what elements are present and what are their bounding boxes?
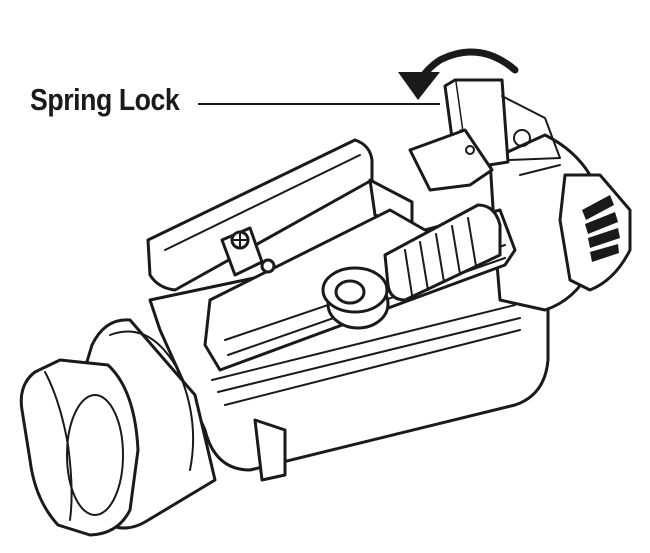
serrated-clamp-block: [383, 203, 502, 302]
spring-lock-lever: [408, 78, 561, 192]
clamp-knob: [321, 266, 390, 330]
spring-lock-label: Spring Lock: [30, 82, 180, 117]
rail-screw: [220, 226, 276, 277]
rotation-arrow-icon: [398, 48, 519, 100]
lens-bezel: [19, 318, 287, 537]
rear-switch-housing: [488, 133, 632, 312]
